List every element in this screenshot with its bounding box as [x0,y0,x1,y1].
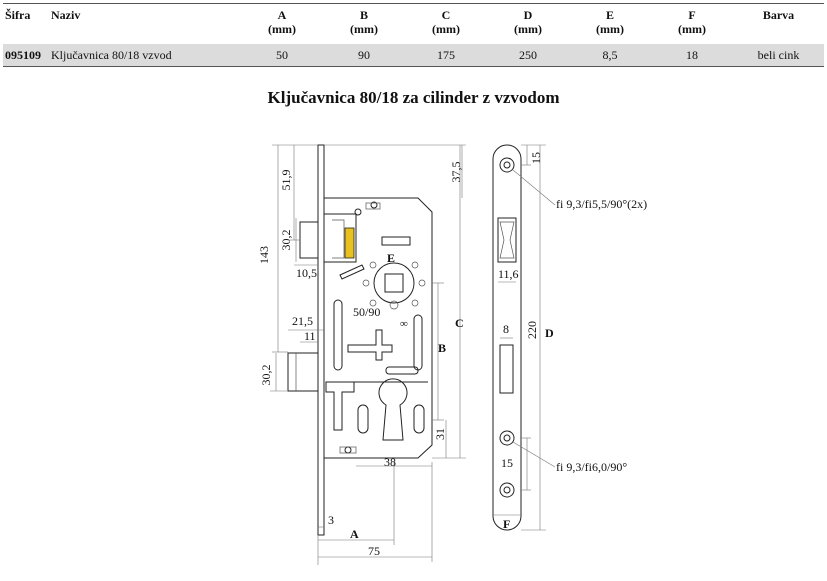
dim-30-2-top: 30,2 [279,230,293,251]
col-naziv: Naziv [51,8,81,22]
faceplate-side [317,144,325,536]
label-c: C [455,316,464,330]
dim-10-5: 10,5 [296,266,317,280]
dim-15-top: 15 [529,152,543,164]
latch-spring-yellow [344,227,355,259]
cell-c: 175 [437,47,455,62]
dim-51-9: 51,9 [279,170,293,191]
latch-bolt [299,221,319,259]
cell-e: 8,5 [602,47,618,62]
cell-naziv: Ključavnica 80/18 vzvod [51,47,172,62]
col-c: C(mm) [432,8,460,36]
dim-38: 38 [384,455,396,469]
label-b: B [438,341,446,355]
letter-labels: A B C D E F [350,251,554,541]
lock-side-view [287,144,433,536]
drawing-title: Ključavnica 80/18 za cilinder z vzvodom [267,88,560,107]
label-f: F [503,517,510,531]
dim-50-90: 50/90 [353,305,380,319]
dimension-labels: 51,9 143 30,2 10,5 21,5 11 30,2 37,5 50/… [257,152,543,558]
table-row: 095109 Ključavnica 80/18 vzvod 50 90 175… [3,44,824,67]
cell-a: 50 [276,47,288,62]
note-hole-bottom: fi 9,3/fi6,0/90° [556,460,627,474]
dim-220: 220 [525,321,539,339]
latch-opening [497,217,517,263]
cylinder-cutout [378,378,408,441]
bolt-opening [499,344,514,394]
label-a: A [350,527,359,541]
cell-b: 90 [358,47,370,62]
lock-case [324,197,433,459]
faceplate-front-view [492,144,522,531]
follower [373,262,415,304]
col-sifra: Šifra [5,8,31,22]
col-f: F(mm) [678,8,706,36]
dim-30-2-bottom: 30,2 [259,365,273,386]
dim-21-5: 21,5 [292,314,313,328]
dead-bolt [287,352,319,392]
col-e: E(mm) [596,8,624,36]
cell-f: 18 [686,47,698,62]
col-d: D(mm) [514,8,542,36]
faceplate-front [492,144,522,531]
spindle-square [384,273,404,293]
hole-notes: fi 9,3/fi5,5/90°(2x) fi 9,3/fi6,0/90° [556,197,647,474]
dim-8: 8 [503,322,509,336]
col-a: A(mm) [268,8,296,36]
dim-3: 3 [328,513,334,527]
spec-table: Šifra Naziv A(mm) B(mm) C(mm) D(mm) E(mm… [3,3,824,67]
cell-d: 250 [519,47,537,62]
table-header-row: Šifra Naziv A(mm) B(mm) C(mm) D(mm) E(mm… [3,3,824,45]
dim-75: 75 [368,544,380,558]
dim-31: 31 [433,428,447,440]
dim-11: 11 [304,329,316,343]
cell-sifra: 095109 [5,47,41,62]
col-b: B(mm) [350,8,378,36]
dim-11-6: 11,6 [498,267,519,281]
infinity-symbol: ∞ [400,318,408,330]
note-hole-top: fi 9,3/fi5,5/90°(2x) [556,197,647,211]
dim-15-bottom: 15 [501,456,513,470]
col-barva: Barva [762,8,795,22]
dim-37-5: 37,5 [449,162,463,183]
label-e: E [387,251,395,265]
dim-143: 143 [257,246,271,264]
label-d: D [545,326,554,340]
dimension-lines [270,144,556,565]
cell-barva: beli cink [757,47,800,62]
